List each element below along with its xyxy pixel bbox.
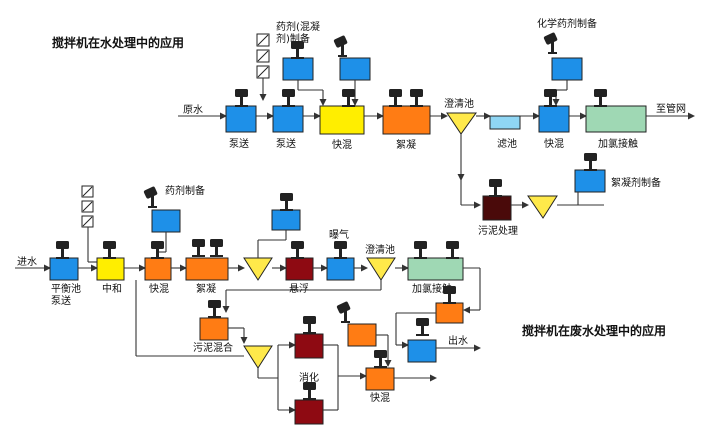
bottom-process: 进水 平衡池 泵送 中和 药剂制备: [15, 184, 481, 425]
chemical-drums-bottom: [81, 185, 97, 263]
equalize-pump-tank: [49, 257, 79, 281]
chemical-prep-label: 化学药剂制备: [537, 17, 597, 30]
pump-label-1: 泵送: [229, 137, 249, 150]
to-network-label: 至管网: [656, 102, 686, 115]
right-mix-tank: [435, 302, 464, 324]
inflow-label: 进水: [17, 256, 37, 268]
fast-mix-label-bottom: 快混: [149, 283, 169, 295]
chlorine-contact-label: 加氯接触: [598, 137, 638, 150]
upper-feed-tank: [271, 209, 301, 231]
coagulation-tank: [382, 105, 431, 135]
outflow-tank: [407, 339, 437, 363]
fast-mix-tank: [319, 105, 365, 135]
coag-prep-tank: [282, 57, 314, 81]
digestion-tank-2: [294, 399, 324, 425]
polymer-prep-tank: [339, 57, 371, 81]
digestion-tank-1: [294, 333, 324, 359]
sludge-funnel: [527, 195, 558, 219]
chem-prep-tank: [151, 209, 181, 233]
coagulation-label: 絮凝: [396, 138, 416, 151]
clarifier-label-bottom: 澄清池: [365, 243, 395, 256]
neutralize-tank: [96, 257, 125, 281]
fast-mix-tank-2: [538, 105, 570, 133]
flotation-tank: [285, 257, 314, 281]
clarifier-funnel-bottom: [366, 257, 396, 281]
outflow-label: 出水: [448, 334, 468, 347]
sludge-treatment-tank: [482, 195, 512, 221]
chemical-drums-top: [256, 33, 270, 101]
equalize-label-1: 平衡池: [51, 282, 81, 295]
sludge-mix-label: 污泥混合: [193, 341, 233, 354]
fast-mix-label: 快混: [332, 139, 352, 151]
chem-prep-label: 药剂制备: [165, 184, 205, 197]
pump-label-2: 泵送: [276, 137, 296, 150]
flocculant-prep-tank: [574, 169, 606, 193]
coagulation-label-bottom: 絮凝: [196, 282, 216, 295]
polymer-mix-tank: [347, 323, 377, 347]
filter-label: 滤池: [497, 137, 517, 150]
equalize-label-2: 泵送: [51, 294, 71, 307]
pump-tank-2: [272, 105, 304, 133]
top-process: 原水 至管网 药剂(混凝 剂)制备 泵送 泵送: [178, 17, 695, 237]
aeration-tank: [326, 257, 355, 281]
flotation-label: 悬浮: [289, 283, 309, 295]
sludge-mix-tank: [199, 317, 229, 341]
water-treatment-title: 搅拌机在水处理中的应用: [52, 35, 184, 50]
chlorine-contact-tank: [585, 105, 647, 133]
clarifier-label: 澄清池: [444, 97, 474, 110]
filter-tank: [489, 115, 521, 130]
sludge-treatment-label: 污泥处理: [478, 224, 518, 237]
sludge-funnel-bottom: [243, 345, 273, 369]
wastewater-treatment-title: 搅拌机在废水处理中的应用: [522, 323, 666, 338]
pump-tank-1: [225, 105, 257, 133]
settling-funnel-1: [243, 257, 273, 281]
fast-mix-label-2: 快混: [544, 138, 564, 150]
fast-mix-label-sludge: 快混: [370, 392, 390, 404]
aeration-label: 曝气: [329, 228, 349, 241]
neutralize-label: 中和: [102, 282, 122, 295]
chemical-coag-prep-label-1: 药剂(混凝: [276, 20, 320, 33]
coagulation-tank-bottom: [185, 257, 229, 281]
chlorine-contact-label-bottom: 加氯接触: [412, 282, 452, 295]
fast-mix-tank-bottom: [144, 257, 172, 281]
raw-water-label: 原水: [183, 104, 203, 116]
chlorine-contact-tank-bottom: [407, 257, 464, 281]
chemical-prep-tank: [551, 57, 583, 81]
digestion-label: 消化: [299, 371, 319, 384]
flocculant-prep-label: 絮凝剂制备: [611, 176, 661, 189]
clarifier-funnel: [446, 112, 477, 135]
fast-mix-tank-sludge: [365, 367, 395, 391]
